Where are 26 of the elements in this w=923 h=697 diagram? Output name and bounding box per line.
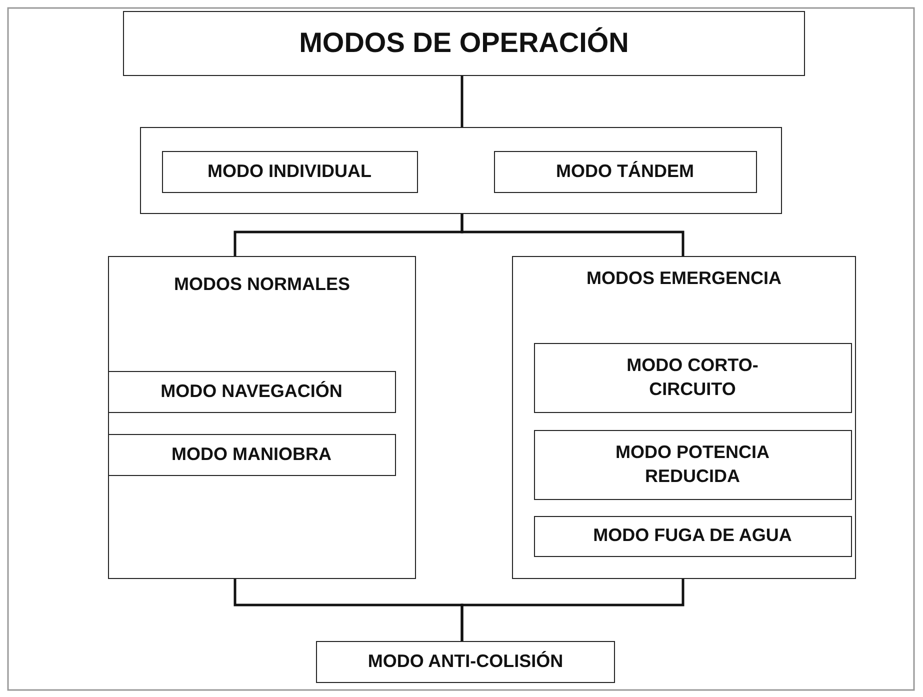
mode-label: MODOS DE OPERACIÓN — [299, 26, 629, 60]
group-box — [512, 256, 856, 579]
mode-label: MODO ANTI-COLISIÓN — [368, 650, 564, 674]
group-box — [108, 256, 416, 579]
mode-box — [108, 434, 396, 476]
mode-label: MODO INDIVIDUAL — [208, 160, 372, 183]
mode-label: MODOS EMERGENCIA — [586, 267, 782, 290]
mode-label: MODO FUGA DE AGUA — [593, 524, 792, 548]
mode-box — [494, 150, 756, 192]
mode-box — [534, 342, 852, 412]
mode-label: MODO MANIOBRA — [172, 442, 332, 466]
connector-line — [460, 579, 684, 641]
mode-label: MODOS NORMALES — [174, 273, 350, 296]
mode-box — [316, 641, 615, 683]
mode-box — [108, 370, 396, 412]
group-box — [140, 127, 782, 214]
connector-line — [460, 76, 464, 127]
connector-line — [460, 214, 684, 256]
mode-label: MODO POTENCIA REDUCIDA — [614, 441, 770, 488]
mode-box — [123, 11, 805, 76]
mode-label: MODO CORTO-CIRCUITO — [626, 354, 760, 400]
mode-label: MODO NAVEGACIÓN — [160, 380, 342, 403]
mode-box — [534, 430, 852, 500]
mode-box — [534, 516, 852, 556]
mode-label: MODO TÁNDEM — [556, 160, 694, 183]
mode-box — [162, 150, 418, 192]
